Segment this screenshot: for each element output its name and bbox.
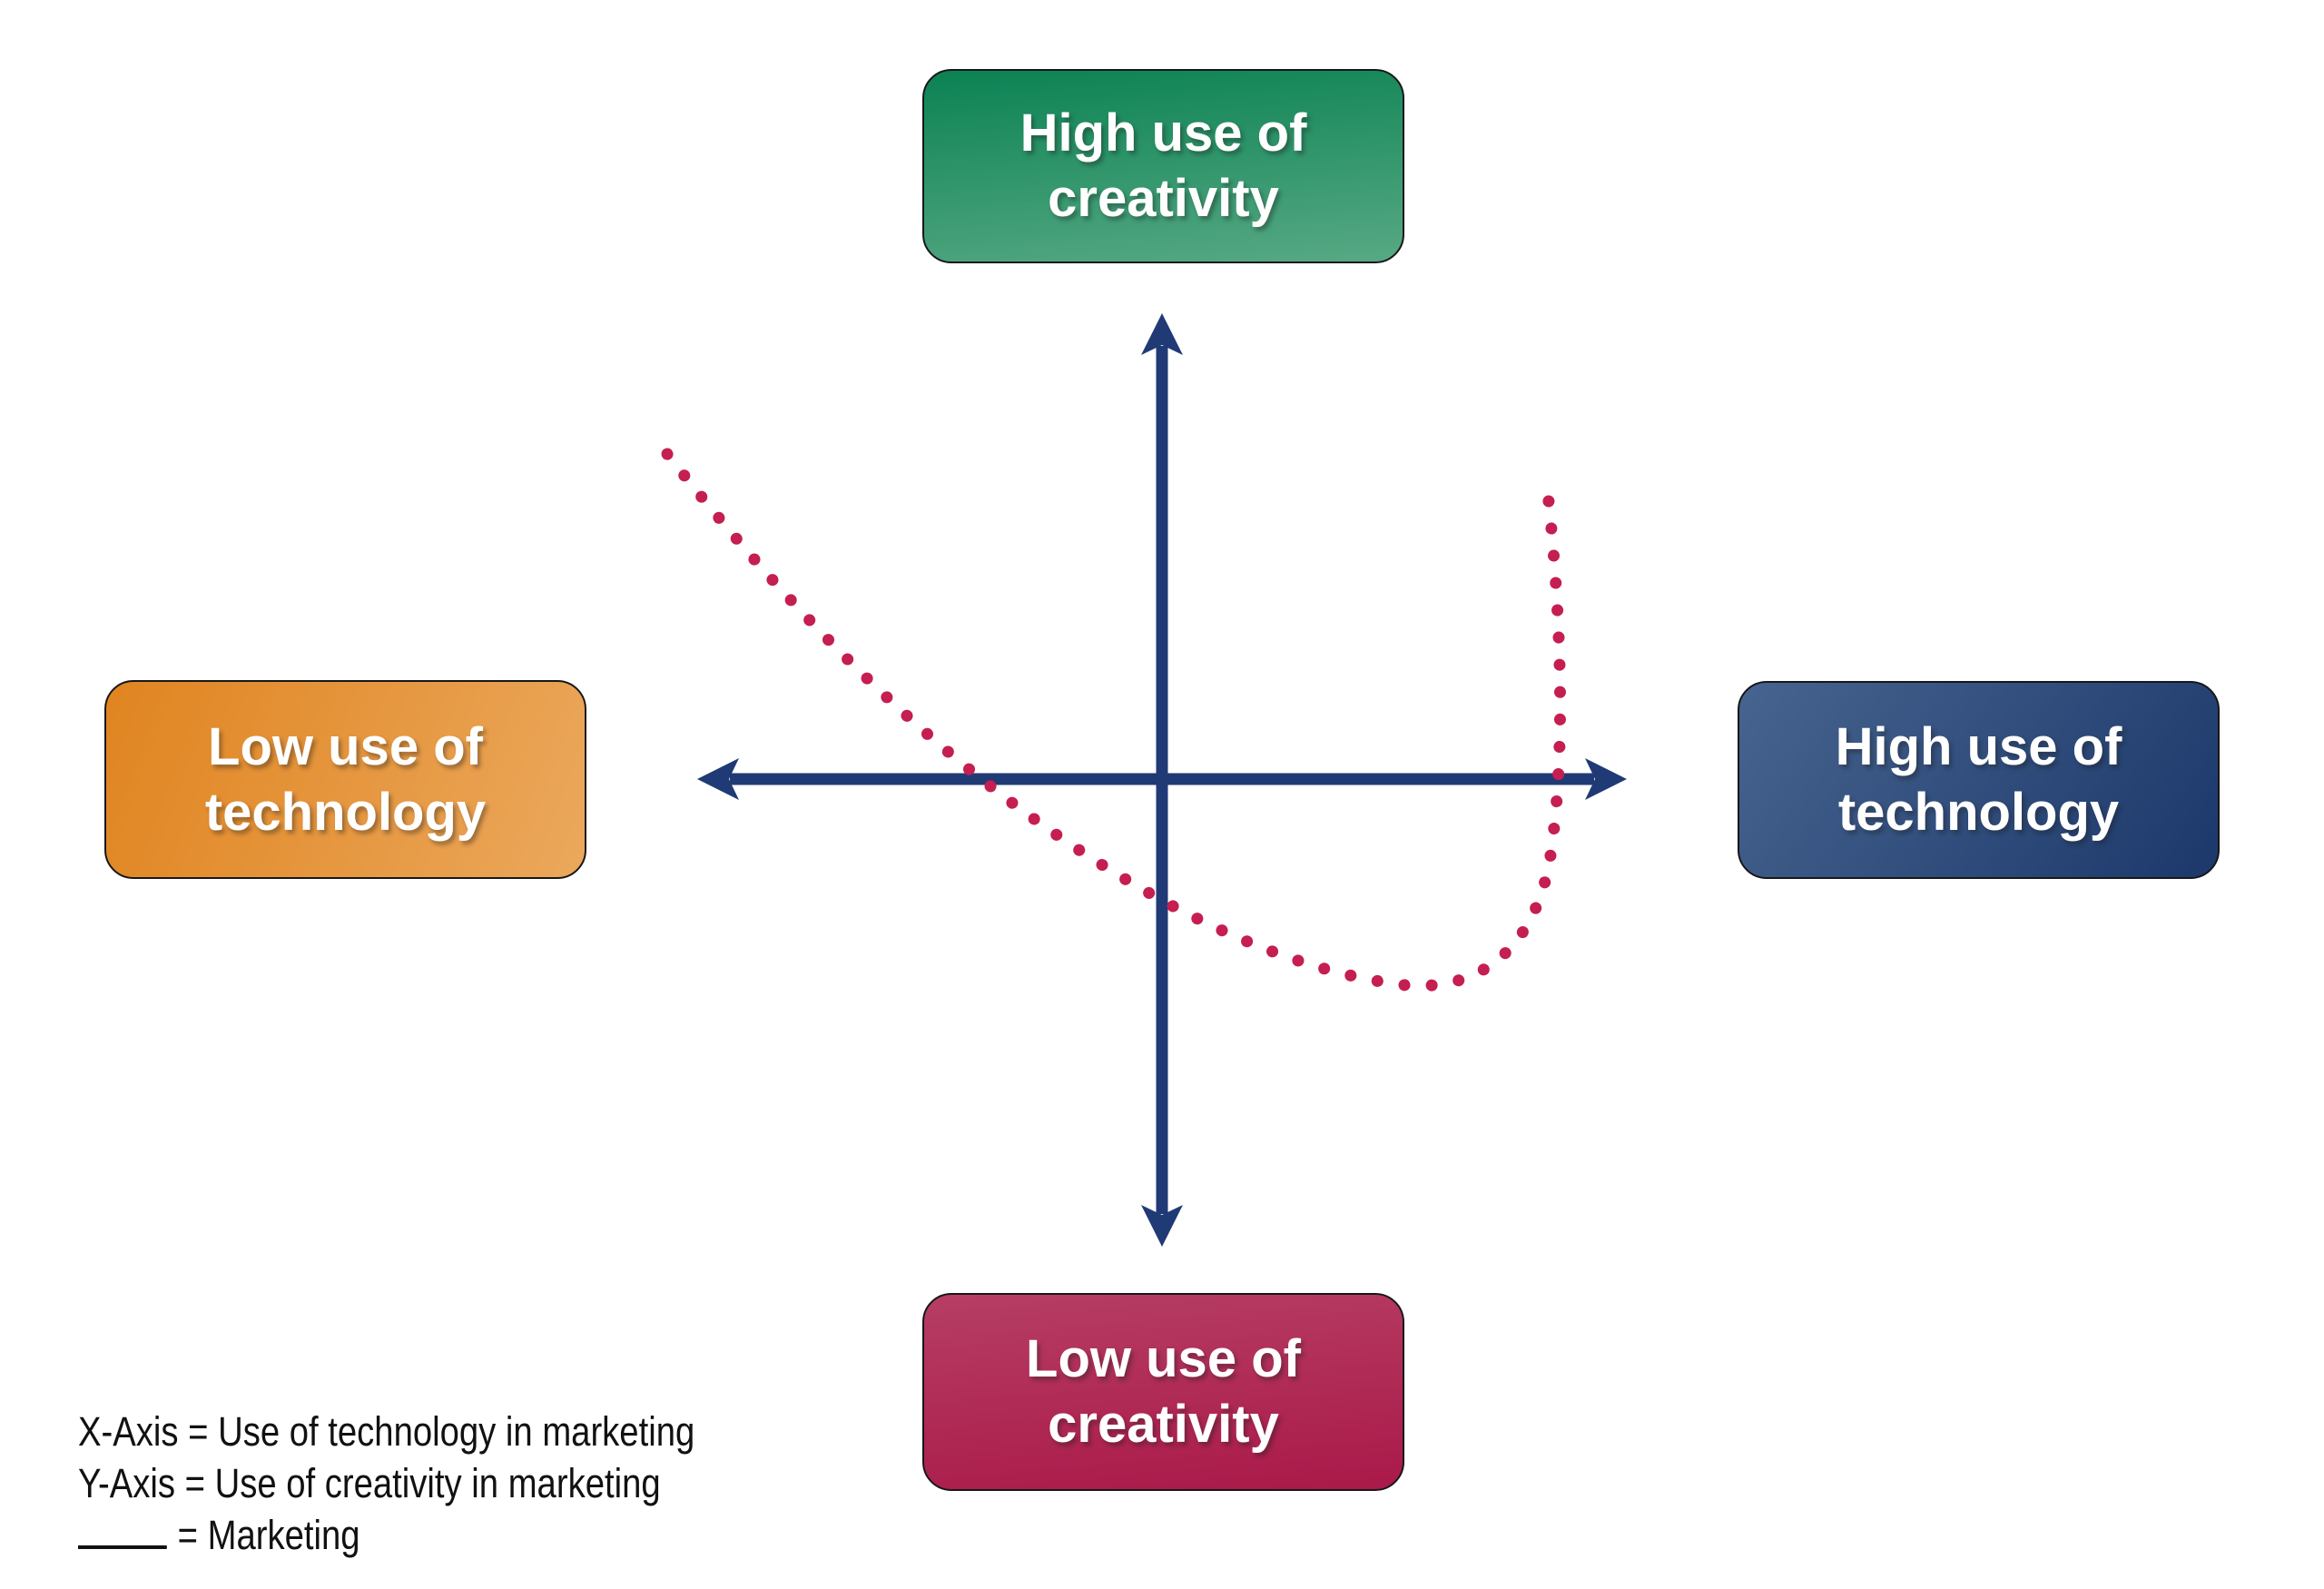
marketing-curve <box>661 448 1567 992</box>
legend: X-Axis = Use of technology in marketing … <box>78 1406 694 1561</box>
x-axis-left-arrowhead <box>697 758 739 800</box>
y-axis-up-arrowhead <box>1141 313 1183 355</box>
legend-marketing: = Marketing <box>78 1509 694 1561</box>
legend-y-axis: Y-Axis = Use of creativity in marketing <box>78 1460 661 1506</box>
quadrant-box-high-technology: High use of technology <box>1738 681 2220 879</box>
quadrant-box-label: Low use of technology <box>204 716 487 842</box>
legend-x-axis: X-Axis = Use of technology in marketing <box>78 1408 695 1455</box>
quadrant-box-low-creativity: Low use of creativity <box>922 1293 1404 1491</box>
quadrant-box-high-creativity: High use of creativity <box>922 69 1404 263</box>
quadrant-box-label: High use of creativity <box>1019 104 1307 228</box>
x-axis-right-arrowhead <box>1585 758 1627 800</box>
y-axis-down-arrowhead <box>1141 1205 1183 1247</box>
quadrant-box-low-technology: Low use of technology <box>104 680 586 879</box>
marketing-line-swatch <box>78 1515 167 1549</box>
legend-marketing-label: = Marketing <box>177 1512 360 1558</box>
quadrant-box-label: High use of technology <box>1835 717 2122 842</box>
quadrant-box-label: Low use of creativity <box>1026 1329 1301 1454</box>
